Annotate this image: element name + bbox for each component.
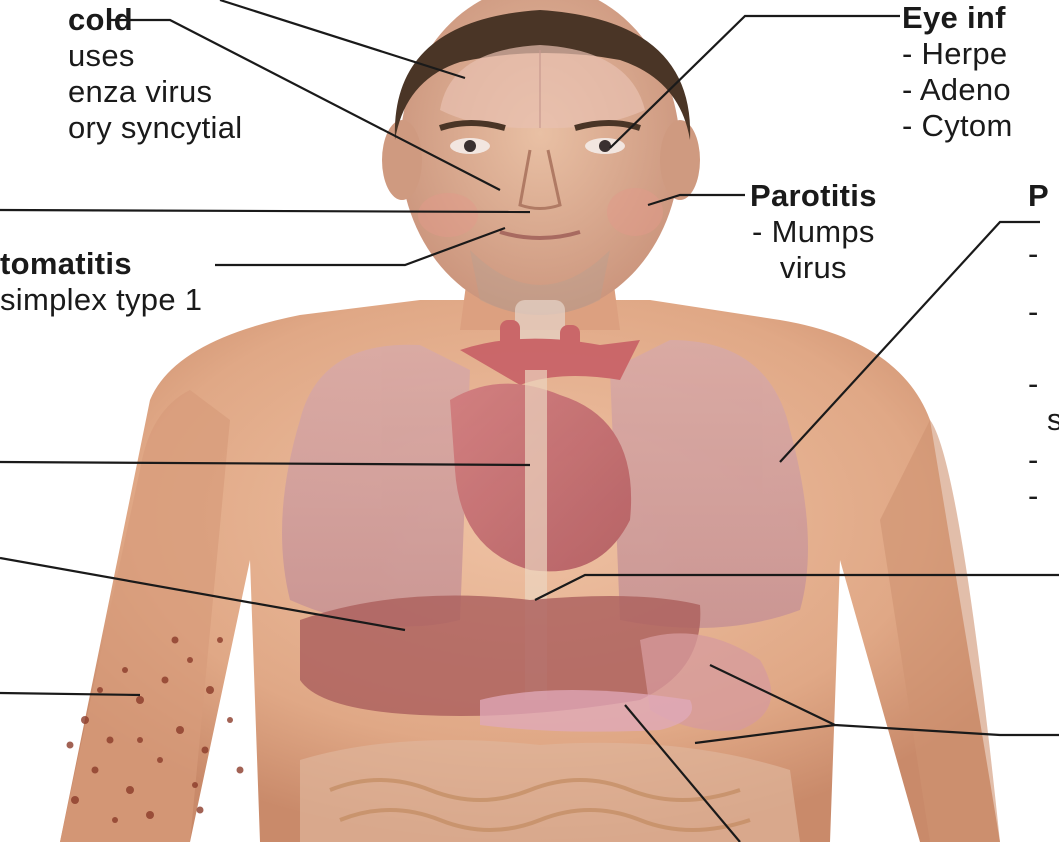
- label-stomatitis-line-1: simplex type 1: [0, 282, 202, 318]
- label-parotitis-line-1: - Mumps: [750, 214, 877, 250]
- label-stomatitis: tomatitis simplex type 1: [0, 246, 202, 318]
- label-pneumonia-dash-2: -: [1028, 294, 1039, 330]
- label-common-cold-heading: cold: [68, 2, 242, 38]
- label-pneumonia-dash-1: -: [1028, 236, 1039, 272]
- label-parotitis-heading: Parotitis: [750, 178, 877, 214]
- label-eye-infection-heading: Eye inf: [902, 0, 1013, 36]
- label-pneumonia-dash-4: -: [1028, 442, 1039, 478]
- label-parotitis-line-2: virus: [750, 250, 877, 286]
- label-common-cold: cold uses enza virus ory syncytial: [68, 2, 242, 146]
- label-common-cold-line-2: enza virus: [68, 74, 242, 110]
- label-eye-infection-line-3: - Cytom: [902, 108, 1013, 144]
- label-parotitis: Parotitis - Mumps virus: [750, 178, 877, 286]
- label-stomatitis-heading: tomatitis: [0, 246, 202, 282]
- label-common-cold-line-3: ory syncytial: [68, 110, 242, 146]
- label-pneumonia-dash-3: -: [1028, 366, 1039, 402]
- label-pneumonia: P: [1028, 178, 1049, 214]
- label-pneumonia-dash-5: -: [1028, 478, 1039, 514]
- head: [382, 0, 700, 315]
- label-pneumonia-heading: P: [1028, 178, 1049, 214]
- label-eye-infection-line-2: - Adeno: [902, 72, 1013, 108]
- label-right-fragment: s: [1047, 402, 1059, 438]
- organs: [282, 300, 808, 842]
- label-eye-infection: Eye inf - Herpe - Adeno - Cytom: [902, 0, 1013, 144]
- label-eye-infection-line-1: - Herpe: [902, 36, 1013, 72]
- label-common-cold-line-1: uses: [68, 38, 242, 74]
